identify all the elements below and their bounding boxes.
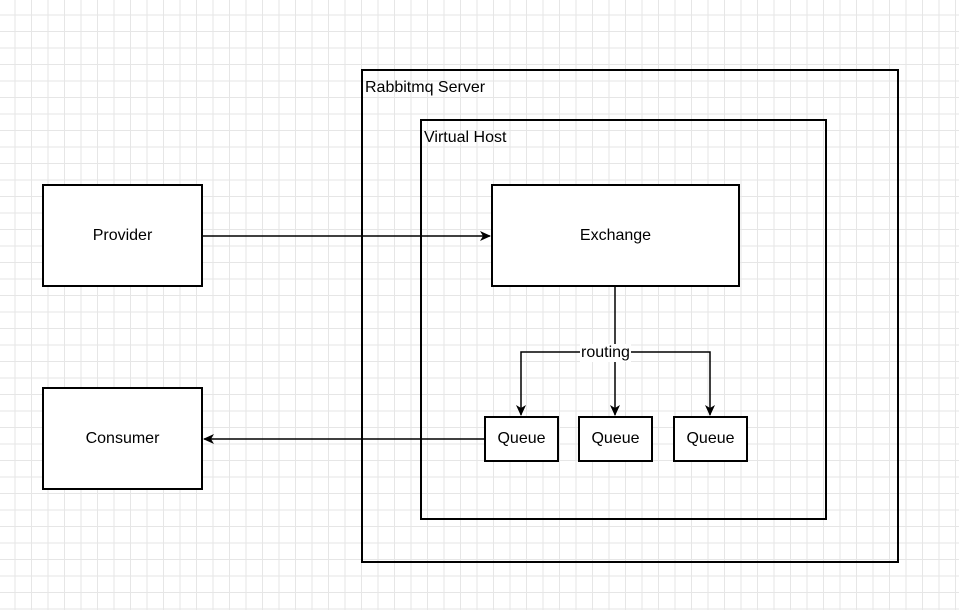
rabbitmq-server-container[interactable]: Rabbitmq Server (361, 69, 899, 563)
provider-node[interactable]: Provider (42, 184, 203, 287)
consumer-node[interactable]: Consumer (42, 387, 203, 490)
queue-label-3: Queue (686, 430, 735, 447)
queue-label-1: Queue (497, 430, 546, 447)
routing-edge-label: routing (580, 344, 631, 362)
queue-node-3[interactable]: Queue (673, 416, 748, 462)
queue-node-2[interactable]: Queue (578, 416, 653, 462)
virtual-host-container[interactable]: Virtual Host (420, 119, 827, 520)
rabbitmq-server-label: Rabbitmq Server (365, 79, 486, 96)
provider-label: Provider (92, 226, 153, 244)
exchange-label: Exchange (579, 226, 652, 244)
consumer-label: Consumer (85, 429, 160, 447)
virtual-host-label: Virtual Host (424, 129, 507, 146)
queue-label-2: Queue (591, 430, 640, 447)
queue-node-1[interactable]: Queue (484, 416, 559, 462)
exchange-node[interactable]: Exchange (491, 184, 740, 287)
